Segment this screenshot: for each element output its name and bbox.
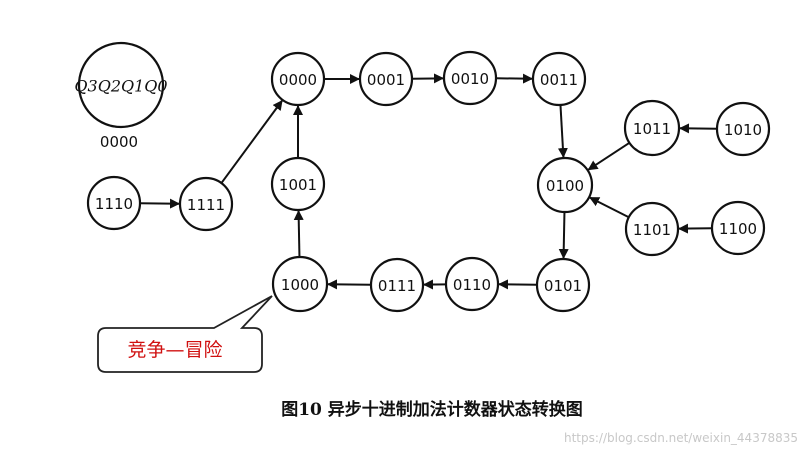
state-node-0110: 0110 xyxy=(444,256,500,312)
state-label: 0000 xyxy=(279,71,317,89)
state-label: 0100 xyxy=(546,177,584,195)
callout-bubble xyxy=(97,295,273,373)
state-node-0100: 0100 xyxy=(536,156,594,214)
state-circle xyxy=(369,257,425,313)
state-circle xyxy=(623,99,681,157)
state-node-1110: 1110 xyxy=(86,175,142,231)
state-circle xyxy=(531,51,587,107)
edges-layer xyxy=(139,73,718,290)
edge-1011-to-0100 xyxy=(587,141,630,171)
state-label: 0101 xyxy=(544,277,582,295)
state-node-0111: 0111 xyxy=(369,257,425,313)
state-circle xyxy=(86,175,142,231)
state-label: 1011 xyxy=(633,120,671,138)
edge-1000-to-1001 xyxy=(293,209,304,258)
state-circle xyxy=(270,51,326,107)
nodes-layer: 0000 0001 0010 0011 0100 0101 0110 0111 1000 1001… xyxy=(86,50,771,313)
state-circle xyxy=(624,201,680,257)
state-node-1000: 1000 xyxy=(271,255,329,313)
state-circle xyxy=(270,156,326,212)
state-node-1011: 1011 xyxy=(623,99,681,157)
edge-0011-to-0100 xyxy=(557,104,568,159)
legend-variables: Q3Q2Q1Q0 xyxy=(74,77,167,96)
state-node-0011: 0011 xyxy=(531,51,587,107)
state-label: 1000 xyxy=(281,276,319,294)
state-label: 1110 xyxy=(95,195,133,213)
edge-0100-to-0101 xyxy=(558,211,569,260)
state-label: 0010 xyxy=(451,70,489,88)
legend: Q3Q2Q1Q0 0000 xyxy=(74,41,168,151)
state-circle xyxy=(178,176,234,232)
edge-1101-to-0100 xyxy=(589,196,630,219)
state-label: 1010 xyxy=(724,121,762,139)
state-label: 0110 xyxy=(453,276,491,294)
legend-circle xyxy=(77,41,165,129)
state-circle xyxy=(271,255,329,313)
state-node-1101: 1101 xyxy=(624,201,680,257)
state-node-1111: 1111 xyxy=(178,176,234,232)
state-circle xyxy=(358,51,414,107)
callout-text: 竞争—冒险 xyxy=(127,339,222,361)
state-label: 0011 xyxy=(540,71,578,89)
state-node-0101: 0101 xyxy=(535,257,591,313)
state-label: 1111 xyxy=(187,196,225,214)
state-circle xyxy=(442,50,498,106)
state-label: 0001 xyxy=(367,71,405,89)
state-node-1100: 1100 xyxy=(710,200,766,256)
state-circle xyxy=(535,257,591,313)
state-node-1010: 1010 xyxy=(715,101,771,157)
state-circle xyxy=(710,200,766,256)
state-node-0000: 0000 xyxy=(270,51,326,107)
state-label: 1100 xyxy=(719,220,757,238)
legend-state-label: 0000 xyxy=(100,133,138,151)
state-label: 0111 xyxy=(378,277,416,295)
state-node-0010: 0010 xyxy=(442,50,498,106)
state-node-1001: 1001 xyxy=(270,156,326,212)
state-label: 1001 xyxy=(279,176,317,194)
state-label: 1101 xyxy=(633,221,671,239)
edge-1111-to-0000 xyxy=(220,99,283,184)
state-node-0001: 0001 xyxy=(358,51,414,107)
watermark: https://blog.csdn.net/weixin_44378835 xyxy=(564,431,798,445)
state-circle xyxy=(444,256,500,312)
state-circle xyxy=(536,156,594,214)
figure-caption: 图10 异步十进制加法计数器状态转换图 xyxy=(281,399,583,420)
race-hazard-callout: 竞争—冒险 xyxy=(97,295,273,373)
state-circle xyxy=(715,101,771,157)
